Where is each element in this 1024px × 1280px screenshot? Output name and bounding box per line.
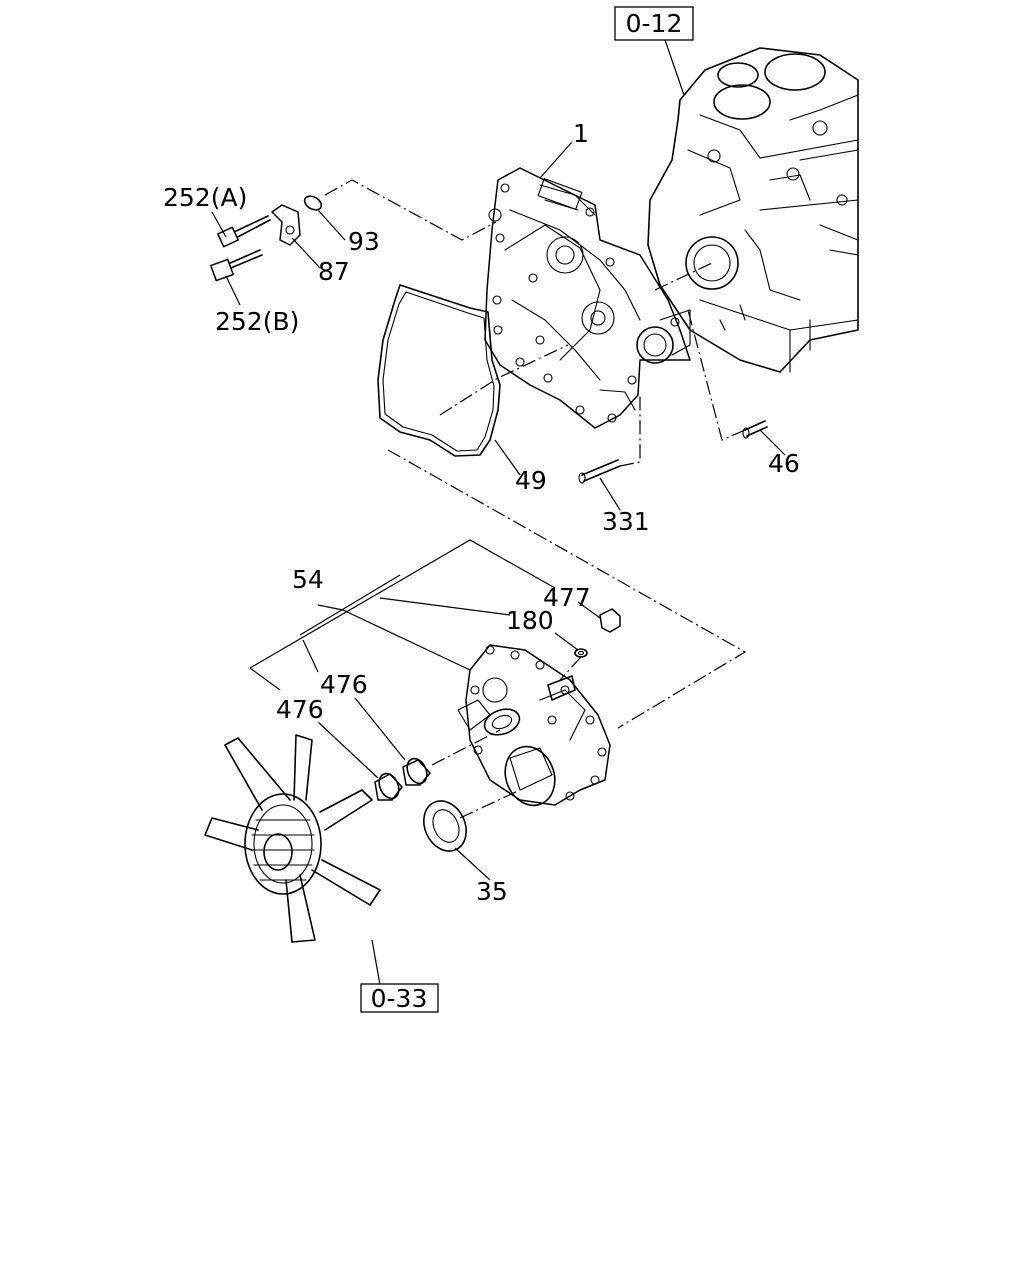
callout-46: 46 — [768, 449, 800, 478]
callout-49: 49 — [515, 466, 547, 495]
callout-180: 180 — [506, 606, 554, 635]
timing-case-housing — [484, 167, 691, 429]
reference-label-bottom: 0-33 — [371, 984, 428, 1013]
callout-93: 93 — [348, 227, 380, 256]
reference-box-top: 0-12 — [614, 6, 694, 41]
callout-252a: 252(A) — [163, 183, 247, 212]
callout-1: 1 — [573, 119, 589, 148]
reference-box-bottom: 0-33 — [360, 983, 439, 1013]
oil-seal — [423, 800, 467, 852]
callout-labels: 1 252(A) 93 87 252(B) 49 46 331 54 477 1… — [163, 119, 800, 906]
callout-35: 35 — [476, 877, 508, 906]
callout-87: 87 — [318, 257, 350, 286]
callout-476-upper: 476 — [320, 670, 368, 699]
bracket-and-bolts — [210, 195, 323, 282]
bushings — [374, 757, 431, 801]
leader-lines — [211, 39, 786, 986]
callout-331: 331 — [602, 507, 650, 536]
callout-476-lower: 476 — [276, 695, 324, 724]
callout-54: 54 — [292, 565, 324, 594]
reference-label-top: 0-12 — [626, 9, 683, 38]
engine-block — [647, 47, 859, 373]
callout-477: 477 — [543, 583, 591, 612]
callout-252b: 252(B) — [215, 307, 299, 336]
studs — [578, 420, 768, 484]
gasket — [377, 284, 501, 457]
front-cover — [457, 644, 611, 807]
cooling-fan — [204, 734, 381, 943]
